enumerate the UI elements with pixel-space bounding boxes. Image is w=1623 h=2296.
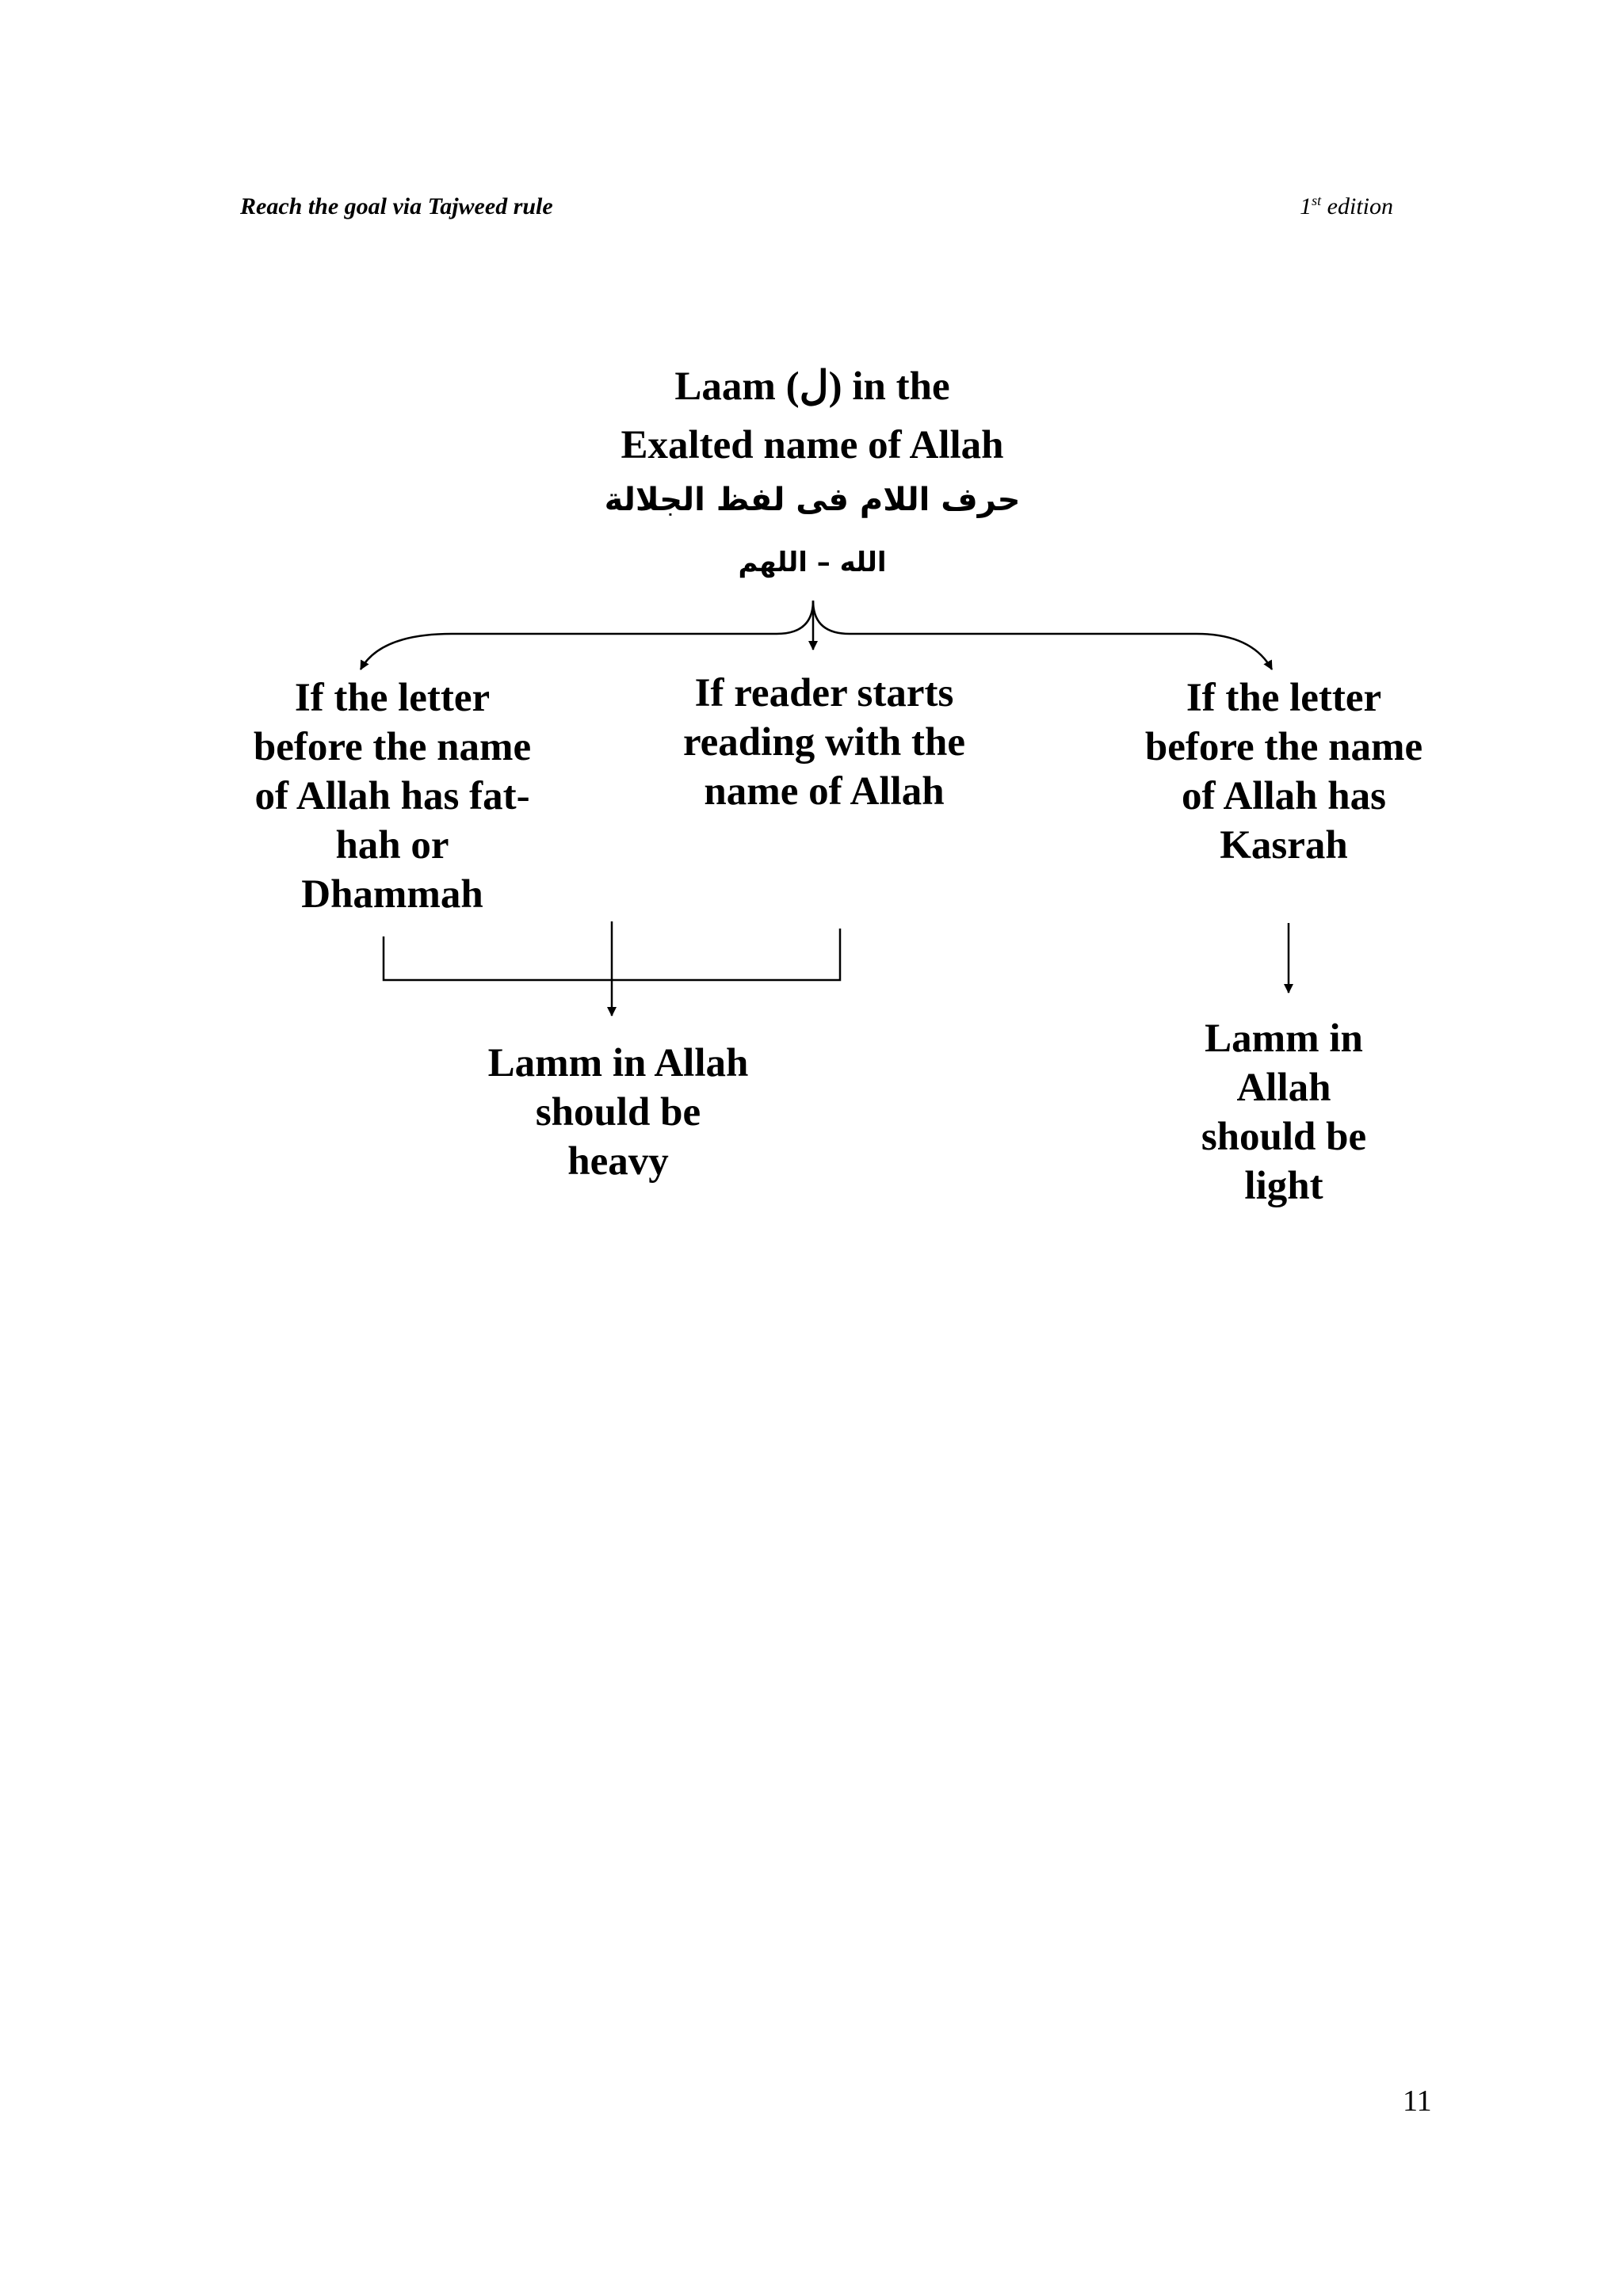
left-condition-box: If the letter before the name of Allah h… (222, 673, 563, 919)
left-condition-line: If the letter (294, 676, 491, 720)
middle-condition-box: If reader starts reading with the name o… (650, 669, 999, 816)
heavy-result-line: Lamm in Allah (487, 1041, 749, 1085)
left-condition-line: before the name (253, 725, 532, 769)
right-condition-line: Kasrah (1220, 823, 1348, 868)
page-number: 11 (1403, 2084, 1432, 2118)
middle-condition-line: reading with the (682, 720, 966, 765)
right-condition-box: If the letter before the name of Allah h… (1109, 673, 1458, 870)
running-header-edition: 1st edition (1300, 193, 1393, 220)
edition-number: 1 (1300, 193, 1312, 219)
left-condition-line: Dhammah (301, 872, 483, 917)
arabic-subtitle: حرف اللام فى لفظ الجلالة (604, 482, 1021, 518)
light-result-line: Allah (1236, 1066, 1331, 1110)
light-result-box: Lamm in Allah should be light (1125, 1014, 1442, 1211)
left-condition-line: of Allah has fat- (254, 774, 530, 818)
light-result-line: light (1244, 1164, 1323, 1208)
right-condition-line: of Allah has (1182, 774, 1386, 818)
heavy-result-box: Lamm in Allah should be heavy (444, 1039, 792, 1186)
brace-right-arm (812, 600, 1274, 670)
right-condition-line: before the name (1144, 725, 1423, 769)
edition-word: edition (1327, 193, 1393, 219)
middle-condition-line: name of Allah (704, 769, 945, 814)
heavy-result-line: should be (535, 1090, 701, 1135)
diagram-title-line-2: Exalted name of Allah (621, 423, 1004, 467)
light-result-line: Lamm in (1205, 1016, 1363, 1061)
light-result-line: should be (1201, 1115, 1367, 1159)
diagram-title-line-1: Laam (ل) in the (674, 364, 950, 409)
right-condition-line: If the letter (1186, 676, 1382, 720)
edition-suffix: st (1312, 193, 1322, 208)
heavy-result-line: heavy (567, 1139, 669, 1184)
brace-left-arm (359, 600, 815, 670)
middle-condition-line: If reader starts (694, 671, 954, 715)
arabic-examples: الله – اللهم (738, 547, 887, 578)
left-condition-line: hah or (335, 823, 449, 868)
running-header-title: Reach the goal via Tajweed rule (240, 193, 553, 219)
